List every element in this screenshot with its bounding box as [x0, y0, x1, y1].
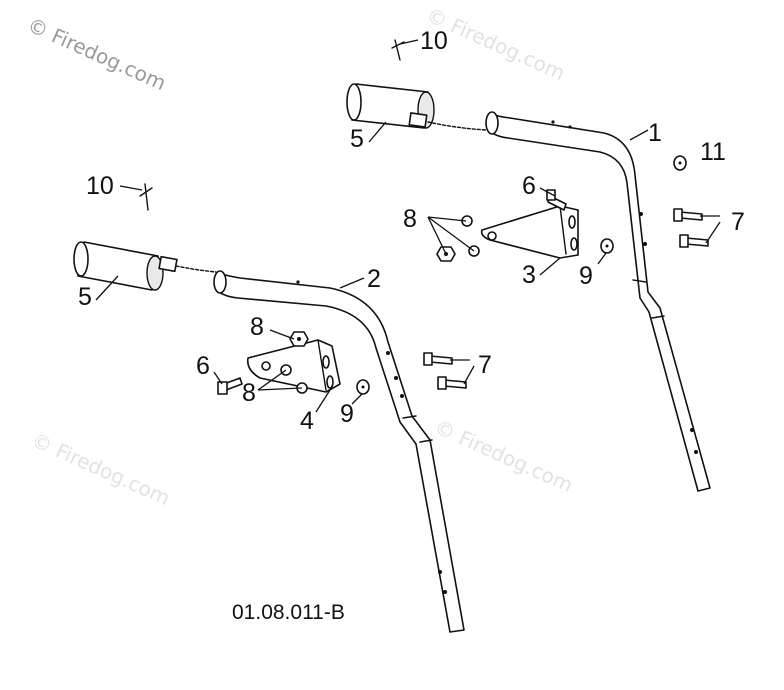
- callout-10-upper: 10: [420, 27, 448, 55]
- callout-7-lower: 7: [478, 351, 492, 379]
- callout-6-lower: 6: [196, 352, 210, 380]
- callout-4: 4: [300, 407, 314, 435]
- watermark-faint-bottom-right: © Firedog.com: [431, 415, 577, 497]
- hardware-lower: [139, 183, 467, 395]
- callout-10-lower: 10: [86, 172, 114, 200]
- callout-7-upper: 7: [731, 208, 745, 236]
- callout-8-lower-top: 8: [250, 313, 264, 341]
- callout-1: 1: [648, 119, 662, 147]
- handle-tube-upper: [485, 111, 711, 492]
- hardware-upper: [391, 39, 709, 262]
- callout-2: 2: [367, 265, 381, 293]
- callout-3: 3: [522, 261, 536, 289]
- handle-tube-lower: [213, 270, 465, 633]
- callout-6-upper: 6: [522, 172, 536, 200]
- callout-8-lower-bottom: 8: [242, 379, 256, 407]
- bracket-lower: [246, 339, 341, 393]
- callout-8-upper: 8: [403, 205, 417, 233]
- watermark-faint-bottom-left: © Firedog.com: [28, 428, 174, 510]
- callout-9-upper: 9: [579, 262, 593, 290]
- callout-9-lower: 9: [340, 400, 354, 428]
- watermark-top-left: © Firedog.com: [24, 13, 170, 95]
- callout-11: 11: [700, 138, 726, 166]
- callout-5-lower: 5: [78, 283, 92, 311]
- callout-5-upper: 5: [350, 125, 364, 153]
- hand-grip-lower: [73, 241, 217, 291]
- bracket-upper: [480, 205, 579, 259]
- drawing-code: 01.08.011-B: [232, 601, 345, 624]
- hand-grip-upper: [346, 83, 487, 131]
